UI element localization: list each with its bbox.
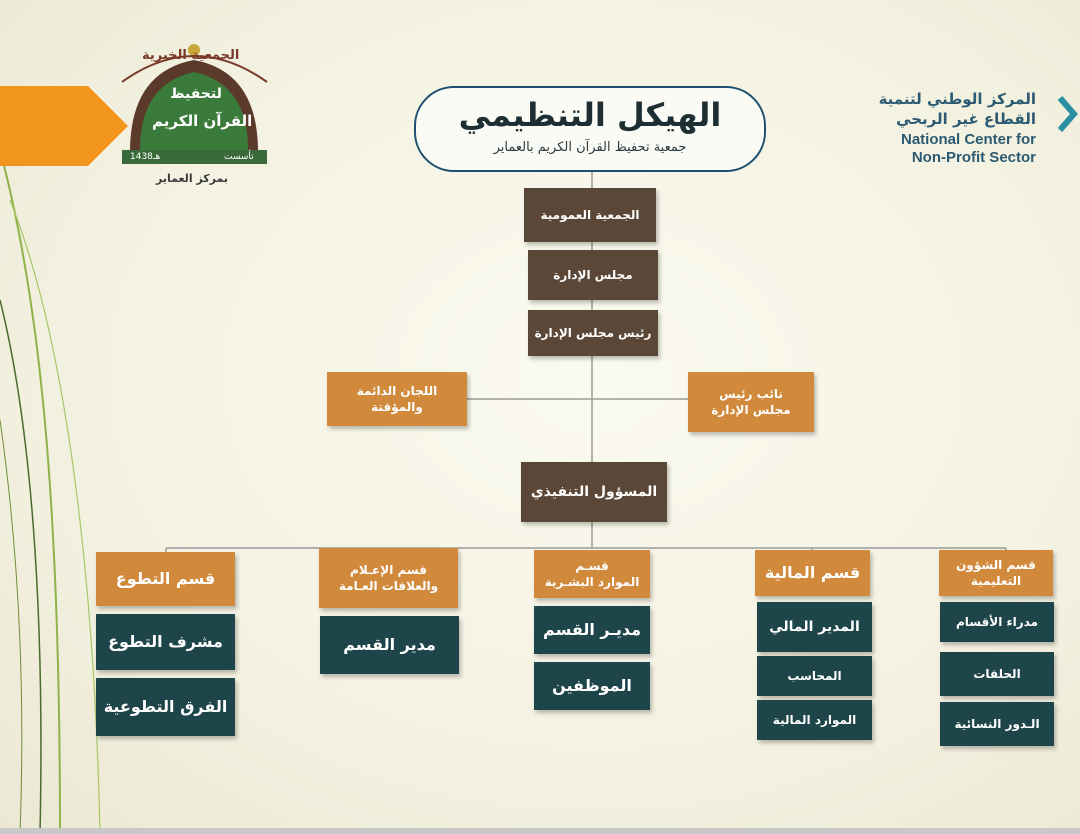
finance-dept-label: قسم المالية bbox=[764, 563, 861, 583]
vice-chair-label-line2: مجلس الإدارة bbox=[711, 403, 791, 417]
chart-title: الهيكل التنظيمي bbox=[458, 96, 722, 134]
committees-label-line1: اللجان الدائمة bbox=[356, 383, 438, 398]
logo-founded: تأسست bbox=[224, 152, 254, 162]
decorative-stems bbox=[0, 149, 101, 834]
logo-line2: القرآن الكريم bbox=[152, 112, 253, 130]
finance-dept-box: قسم المالية bbox=[755, 550, 870, 596]
media-dept-label-line2: والعلاقات العـامة bbox=[338, 579, 439, 593]
education-dept-box: قسم الشؤون التعليمية bbox=[939, 550, 1053, 596]
logo-line1: لتحفيظ bbox=[170, 86, 222, 102]
volunteering-dept-label: قسم التطوع bbox=[115, 569, 216, 589]
ncnp-ar-line1: المركز الوطني لتنمية bbox=[878, 90, 1036, 108]
volunteering-supervisor-label: مشرف التطوع bbox=[108, 632, 223, 652]
board-chair-label: رئيس مجلس الإدارة bbox=[534, 325, 652, 340]
ncnp-en-line2: Non-Profit Sector bbox=[911, 149, 1036, 166]
finance-manager-label: المدير المالي bbox=[769, 618, 860, 635]
hr-dept-label-line1: قسـم bbox=[575, 558, 609, 573]
hr-manager-box: مديـر القسم bbox=[534, 606, 650, 654]
hr-dept-box: قسـم الموارد البشـرية bbox=[534, 550, 650, 598]
chart-subtitle: جمعية تحفيظ القرآن الكريم بالعماير bbox=[493, 140, 687, 155]
vice-chair-box: نائب رئيس مجلس الإدارة bbox=[688, 372, 814, 432]
accountant-box: المحاسب bbox=[757, 656, 872, 696]
media-dept-label-line1: قسم الإعـلام bbox=[350, 562, 427, 577]
volunteering-supervisor-box: مشرف التطوع bbox=[96, 614, 235, 670]
circles-label: الحلقات bbox=[973, 666, 1021, 681]
accountant-label: المحاسب bbox=[787, 668, 842, 683]
section-heads-box: مدراء الأقسام bbox=[940, 602, 1054, 642]
media-manager-label: مدير القسم bbox=[343, 635, 436, 655]
section-heads-label: مدراء الأقسام bbox=[955, 614, 1039, 629]
vice-chair-label-line1: نائب رئيس bbox=[719, 386, 783, 401]
hr-dept-label-line2: الموارد البشـرية bbox=[544, 575, 640, 589]
logo-year: 1438هـ bbox=[130, 152, 161, 162]
women-houses-box: الـدور النسائية bbox=[940, 702, 1054, 746]
ncnp-logo: المركز الوطني لتنمية القطاع غير الربحي N… bbox=[858, 86, 1080, 176]
hr-staff-label: الموظفين bbox=[552, 676, 632, 696]
education-dept-label-line1: قسم الشؤون bbox=[956, 557, 1036, 572]
education-dept-label-line2: التعليمية bbox=[970, 574, 1022, 588]
volunteering-dept-box: قسم التطوع bbox=[96, 552, 235, 606]
chevron-right-icon bbox=[1057, 96, 1078, 132]
board-box: مجلس الإدارة bbox=[528, 250, 658, 300]
financial-resources-box: الموارد المالية bbox=[757, 700, 872, 740]
board-chair-box: رئيس مجلس الإدارة bbox=[528, 310, 658, 356]
volunteer-teams-box: الفرق التطوعية bbox=[96, 678, 235, 736]
volunteer-teams-label: الفرق التطوعية bbox=[103, 697, 228, 717]
executive-box: المسؤول التنفيذي bbox=[521, 462, 667, 522]
financial-resources-label: الموارد المالية bbox=[772, 712, 857, 727]
orange-arrow-decoration bbox=[0, 86, 128, 166]
circles-box: الحلقات bbox=[940, 652, 1054, 696]
general-assembly-box: الجمعية العمومية bbox=[524, 188, 656, 242]
association-logo: الجمعية الخيرية لتحفيظ القرآن الكريم تأس… bbox=[112, 42, 277, 192]
general-assembly-label: الجمعية العمومية bbox=[540, 207, 640, 222]
media-manager-box: مدير القسم bbox=[320, 616, 459, 674]
ncnp-en-line1: National Center for bbox=[900, 131, 1036, 148]
women-houses-label: الـدور النسائية bbox=[954, 716, 1040, 731]
committees-label-line2: والمؤقتة bbox=[371, 400, 423, 414]
bottom-bar bbox=[0, 828, 1080, 834]
logo-place: بمركز العماير bbox=[156, 172, 229, 185]
hr-manager-label: مديـر القسم bbox=[543, 620, 641, 640]
chart-title-box: الهيكل التنظيمي جمعية تحفيظ القرآن الكري… bbox=[414, 86, 766, 172]
finance-manager-box: المدير المالي bbox=[757, 602, 872, 652]
media-dept-box: قسم الإعـلام والعلاقات العـامة bbox=[319, 548, 458, 608]
logo-arc-text: الجمعية الخيرية bbox=[142, 48, 240, 63]
board-label: مجلس الإدارة bbox=[553, 267, 633, 282]
hr-staff-box: الموظفين bbox=[534, 662, 650, 710]
committees-box: اللجان الدائمة والمؤقتة bbox=[327, 372, 467, 426]
ncnp-ar-line2: القطاع غير الربحي bbox=[896, 110, 1036, 128]
executive-label: المسؤول التنفيذي bbox=[530, 483, 658, 500]
